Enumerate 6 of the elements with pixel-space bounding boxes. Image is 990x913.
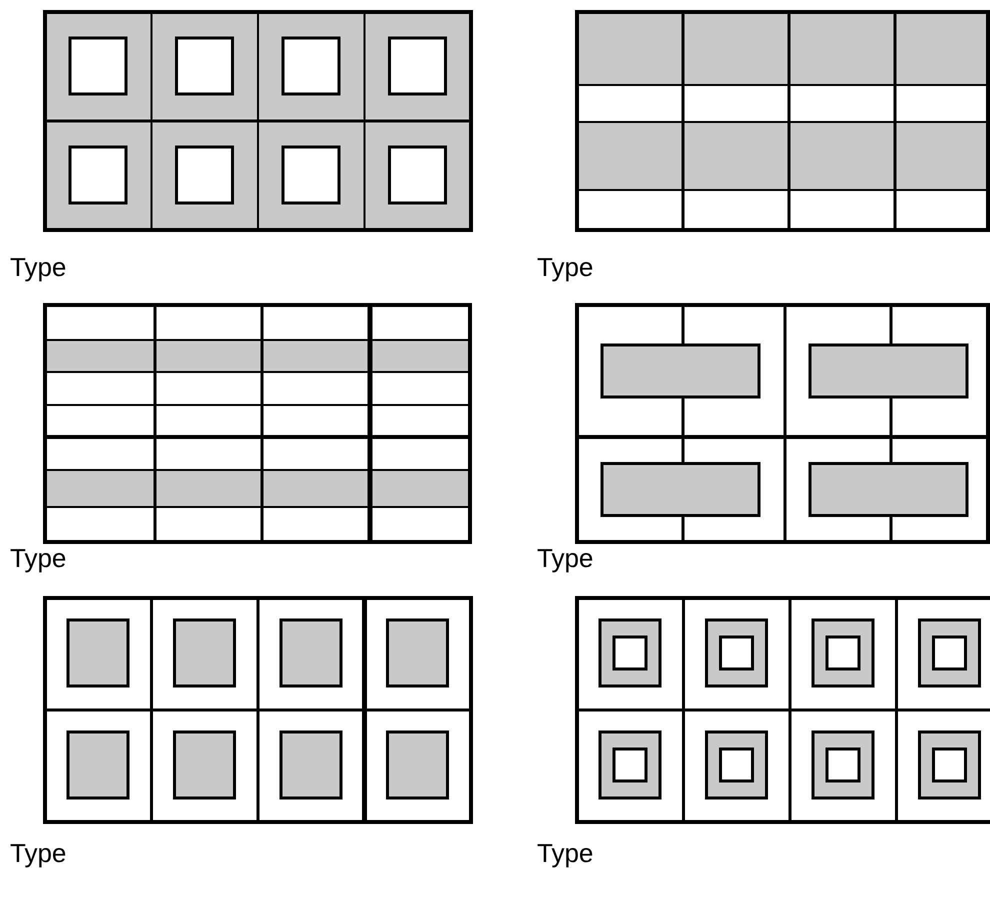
panel-label: Type (537, 545, 594, 571)
panel-label: Type (10, 840, 66, 866)
panel-label: Type (10, 545, 66, 571)
panel-label: Type (10, 254, 66, 280)
panel-label: Type (537, 254, 594, 280)
panel-label: Type (537, 840, 594, 866)
